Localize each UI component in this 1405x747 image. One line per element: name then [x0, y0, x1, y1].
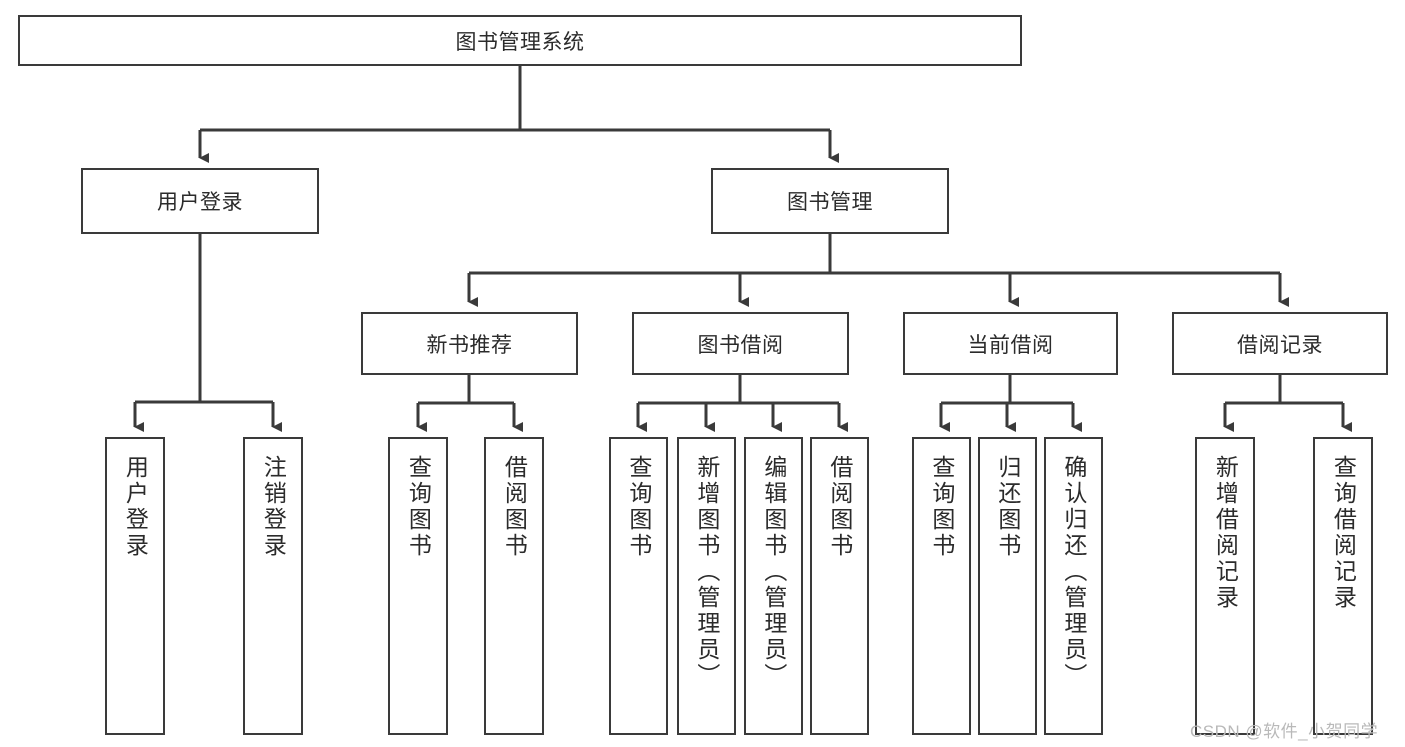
node-leaf-user-login-label: 用户登录 — [122, 455, 149, 559]
node-leaf-query-book-3[interactable]: 查询图书 — [912, 437, 971, 735]
node-leaf-confirm-return[interactable]: 确认归还（管理员） — [1044, 437, 1103, 735]
csdn-watermark: CSDN @软件_小贺同学 — [1190, 722, 1379, 741]
node-root[interactable]: 图书管理系统 — [18, 15, 1022, 66]
node-leaf-confirm-return-label: 确认归还（管理员） — [1060, 455, 1087, 689]
node-book-borrow-label: 图书借阅 — [697, 333, 784, 357]
node-root-label: 图书管理系统 — [455, 30, 585, 54]
node-leaf-logout-label: 注销登录 — [260, 455, 287, 559]
node-leaf-add-record[interactable]: 新增借阅记录 — [1195, 437, 1255, 735]
node-user-login-label: 用户登录 — [157, 191, 243, 214]
node-leaf-add-book[interactable]: 新增图书（管理员） — [677, 437, 736, 735]
node-book-manage-label: 图书管理 — [787, 191, 873, 214]
node-leaf-query-record-label: 查询借阅记录 — [1330, 455, 1357, 611]
node-leaf-return-book-label: 归还图书 — [994, 455, 1021, 559]
node-leaf-query-book-1[interactable]: 查询图书 — [388, 437, 448, 735]
node-leaf-query-book-2-label: 查询图书 — [625, 455, 652, 559]
node-book-borrow[interactable]: 图书借阅 — [632, 312, 849, 375]
node-leaf-borrow-book-2[interactable]: 借阅图书 — [810, 437, 869, 735]
node-leaf-edit-book-label: 编辑图书（管理员） — [760, 455, 787, 689]
node-borrow-record[interactable]: 借阅记录 — [1172, 312, 1388, 375]
node-leaf-query-book-2[interactable]: 查询图书 — [609, 437, 668, 735]
node-leaf-borrow-book-2-label: 借阅图书 — [826, 455, 853, 559]
node-leaf-logout[interactable]: 注销登录 — [243, 437, 303, 735]
node-borrow-record-label: 借阅记录 — [1237, 333, 1323, 357]
node-leaf-borrow-book-1-label: 借阅图书 — [501, 455, 528, 559]
node-leaf-query-book-3-label: 查询图书 — [928, 455, 955, 559]
node-leaf-add-book-label: 新增图书（管理员） — [693, 455, 720, 689]
node-leaf-user-login[interactable]: 用户登录 — [105, 437, 165, 735]
node-leaf-query-record[interactable]: 查询借阅记录 — [1313, 437, 1373, 735]
node-leaf-edit-book[interactable]: 编辑图书（管理员） — [744, 437, 803, 735]
node-leaf-borrow-book-1[interactable]: 借阅图书 — [484, 437, 544, 735]
node-book-manage[interactable]: 图书管理 — [711, 168, 949, 234]
node-current-borrow[interactable]: 当前借阅 — [903, 312, 1118, 375]
node-current-borrow-label: 当前借阅 — [967, 333, 1054, 357]
node-leaf-query-book-1-label: 查询图书 — [405, 455, 432, 559]
node-user-login[interactable]: 用户登录 — [81, 168, 319, 234]
node-leaf-add-record-label: 新增借阅记录 — [1212, 455, 1239, 611]
node-new-book-recommend[interactable]: 新书推荐 — [361, 312, 578, 375]
node-leaf-return-book[interactable]: 归还图书 — [978, 437, 1037, 735]
node-new-book-recommend-label: 新书推荐 — [426, 333, 513, 357]
